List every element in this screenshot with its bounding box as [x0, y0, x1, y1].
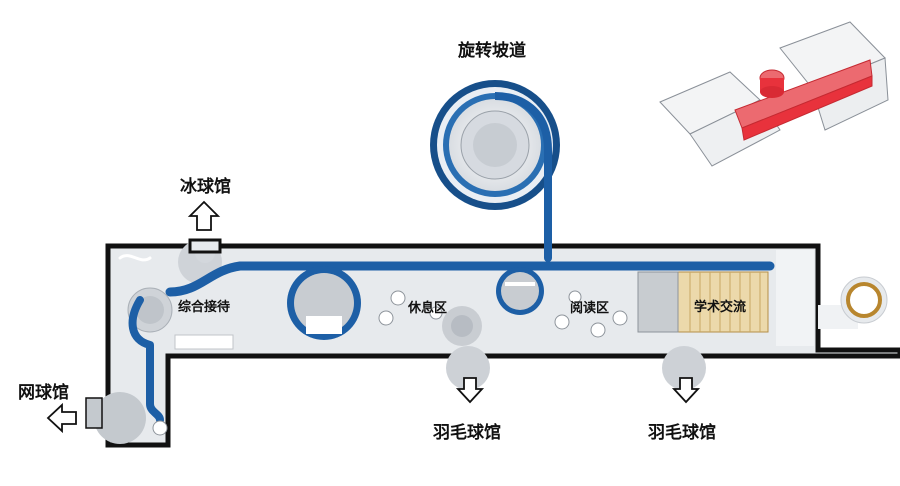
- floor-zones: [85, 238, 814, 444]
- furniture: [152, 290, 628, 436]
- spiral-ramp: [430, 80, 560, 210]
- badminton-hall-label-1: 羽毛球馆: [433, 423, 501, 443]
- arrow-up-icon: [187, 200, 221, 231]
- arrow-down-icon: [671, 377, 701, 404]
- rest-area-label: 休息区: [408, 301, 448, 316]
- blue-corridor: [118, 192, 775, 424]
- arrow-down-icon: [455, 377, 485, 404]
- arrow-left-icon: [46, 402, 77, 434]
- east-round-room: [818, 276, 888, 329]
- academic-exchange-label: 学术交流: [694, 300, 747, 315]
- key-plan-axonometric: [659, 21, 889, 167]
- ice-hall-label: 冰球馆: [180, 177, 231, 197]
- round-rooms: [287, 266, 544, 340]
- academic-exchange-room: [637, 271, 769, 333]
- reception-label: 综合接待: [178, 300, 231, 315]
- reading-area-label: 阅读区: [570, 301, 610, 316]
- badminton-hall-label-2: 羽毛球馆: [648, 423, 716, 443]
- tennis-hall-label: 网球馆: [18, 383, 69, 403]
- ramp-label: 旋转坡道: [458, 41, 526, 61]
